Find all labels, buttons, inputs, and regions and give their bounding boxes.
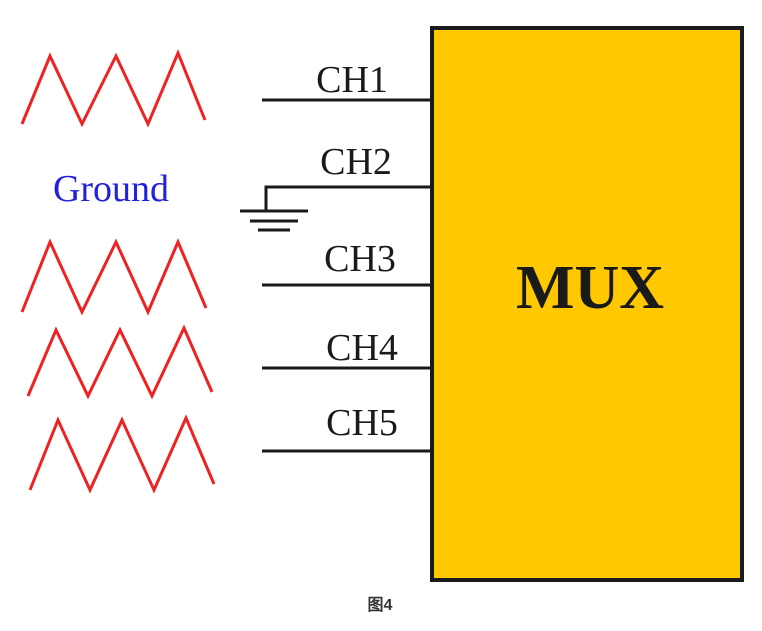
mux-block — [430, 26, 744, 582]
mux-label: MUX — [516, 254, 664, 322]
ch2-label: CH2 — [320, 141, 392, 183]
ch1-triangle-wave — [20, 49, 207, 128]
ch5-triangle-wave — [28, 414, 216, 494]
ch5-label: CH5 — [326, 402, 398, 444]
ground-symbol-icon — [240, 209, 308, 232]
ch2-wire — [264, 185, 432, 210]
ch4-label: CH4 — [326, 327, 398, 369]
ch1-label: CH1 — [316, 59, 388, 101]
ch3-label: CH3 — [324, 238, 396, 280]
ground-label: Ground — [53, 168, 169, 210]
ch4-triangle-wave — [26, 324, 214, 400]
ch3-triangle-wave — [20, 238, 208, 316]
figure-caption: 图4 — [368, 596, 393, 614]
